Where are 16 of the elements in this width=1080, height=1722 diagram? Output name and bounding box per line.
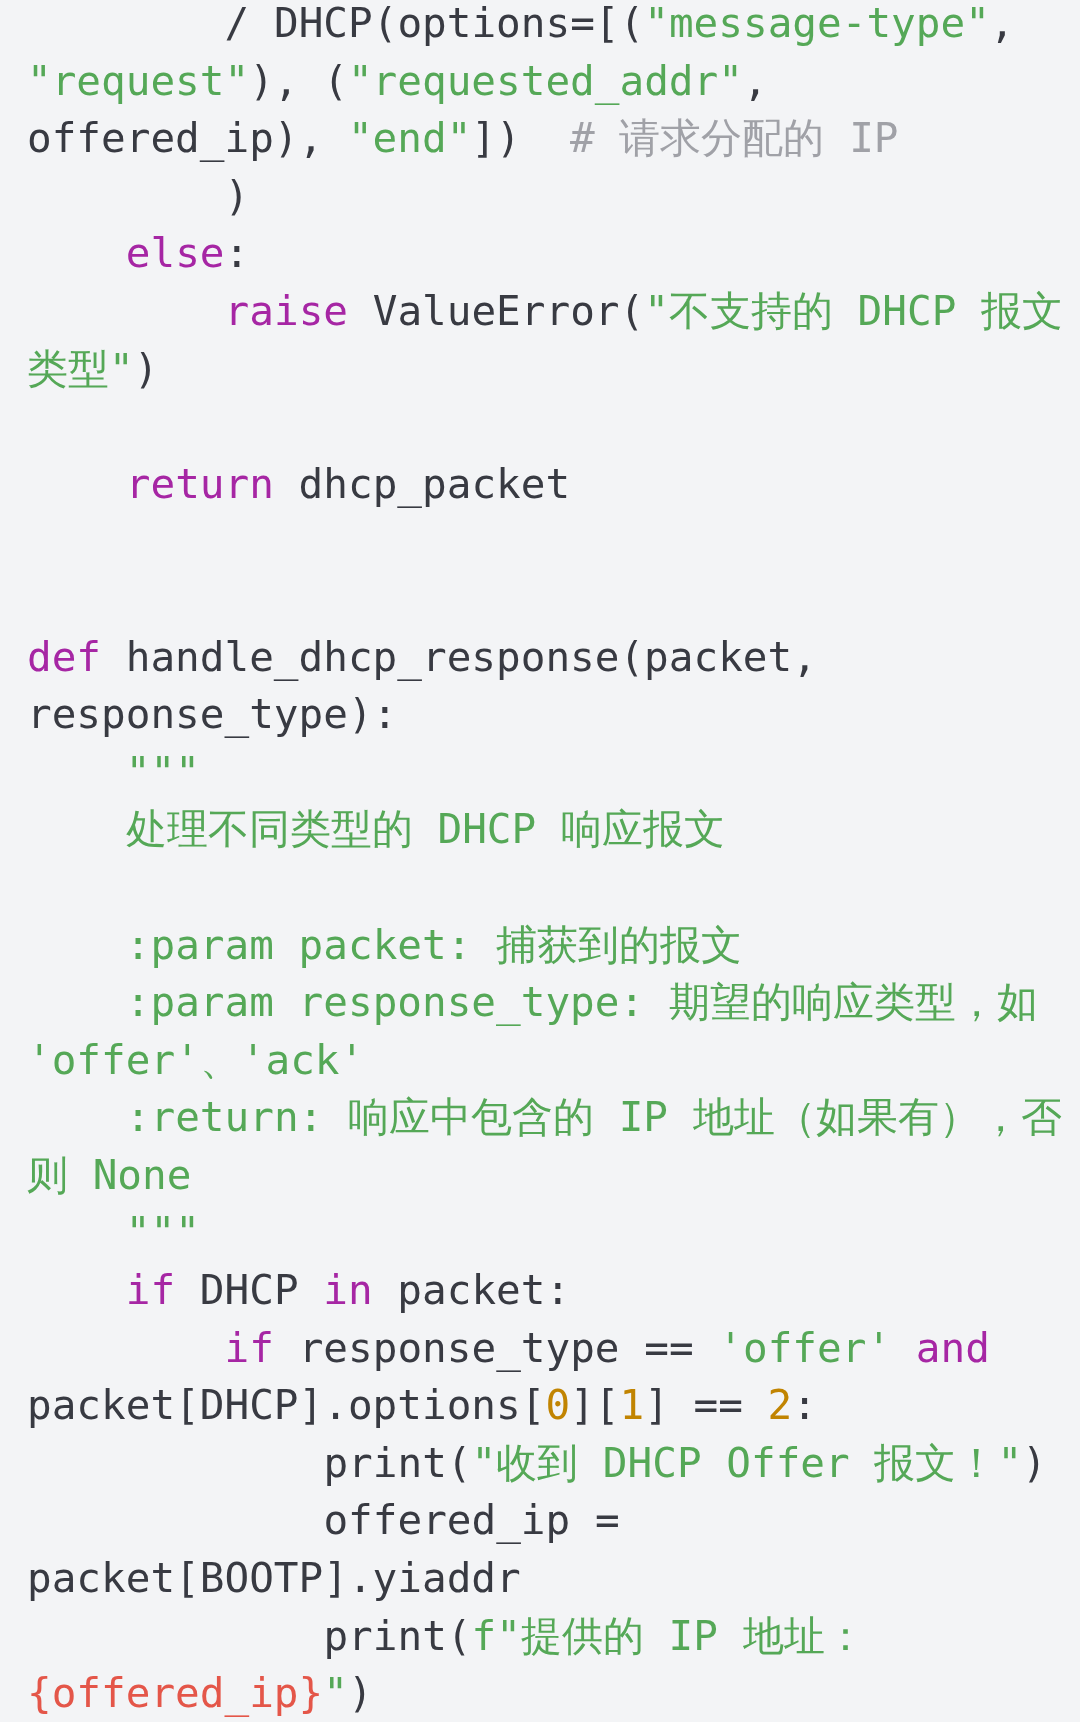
docstring-line: """ bbox=[124, 746, 201, 798]
docstring-line: """ bbox=[124, 1207, 201, 1259]
code-line: print("收到 DHCP Offer 报文！") bbox=[322, 1437, 1048, 1489]
docstring-line: :return: 响应中包含的 IP 地址（如果有），否则 None bbox=[27, 1092, 1063, 1201]
code-line: if DHCP in packet: bbox=[124, 1265, 572, 1317]
code-line: return dhcp_packet bbox=[124, 458, 572, 510]
docstring-line: :param packet: 捕获到的报文 bbox=[124, 919, 744, 971]
code-line: def handle_dhcp_response(packet, response_type): bbox=[27, 631, 818, 741]
docstring-line: 处理不同类型的 DHCP 响应报文 bbox=[124, 804, 726, 856]
code-line: ) bbox=[223, 170, 251, 222]
code-line: else: bbox=[124, 228, 251, 280]
code-line: / DHCP(options=[("message-type", "request"), ("requested_addr", offered_ip), "end"]) # 请求分配的 IP bbox=[27, 0, 1016, 165]
code-line: print(f"提供的 IP 地址：{offered_ip}") bbox=[27, 1610, 867, 1720]
code-line: if response_type == 'offer' and packet[DHCP].options[0][1] == 2: bbox=[27, 1322, 991, 1432]
docstring-line: :param response_type: 期望的响应类型，如 'offer'、'ack' bbox=[27, 977, 1039, 1086]
code-line: raise ValueError("不支持的 DHCP 报文类型") bbox=[27, 285, 1065, 395]
